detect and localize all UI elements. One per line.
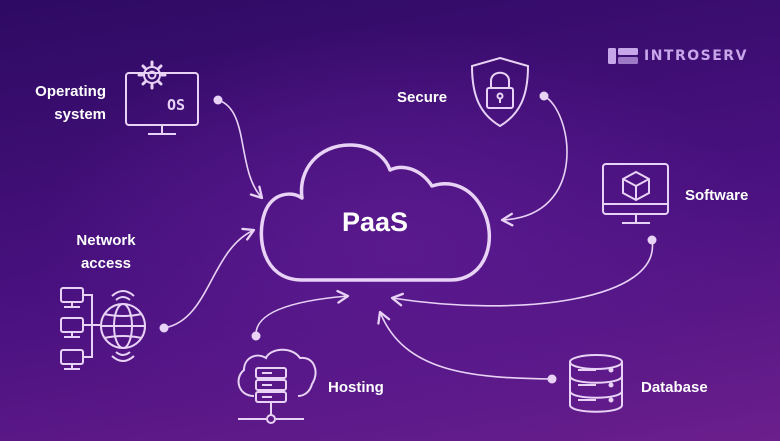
gear-icon (137, 60, 167, 90)
brand-mark-icon (608, 48, 638, 64)
connector-hosting (255, 289, 350, 337)
brand-name: INTROSERV (644, 48, 748, 64)
shield-lock-icon (470, 56, 530, 128)
connector-database (377, 310, 553, 380)
software-label: Software (685, 187, 749, 204)
operating-system-label-line1: Operating (35, 83, 106, 100)
network-access-label-line1: Network (76, 232, 136, 249)
connector-dots (159, 91, 657, 384)
software-monitor-icon (602, 163, 669, 224)
network-access-icon (60, 287, 146, 370)
operating-system-monitor-icon (125, 72, 199, 135)
connector-network-access (163, 227, 256, 329)
database-icon (569, 354, 623, 413)
secure-label: Secure (397, 89, 448, 106)
connector-secure (500, 95, 568, 227)
brand-logo: INTROSERV (608, 48, 748, 64)
network-access-label-line2: access (80, 255, 132, 272)
connector-software (390, 239, 654, 307)
operating-system-label: Operating system (26, 80, 106, 126)
os-screen-text: OS (167, 96, 185, 114)
database-label: Database (641, 379, 708, 396)
paas-cloud-shape (259, 143, 491, 282)
connector-operating-system (217, 99, 264, 200)
hosting-cloud-server-icon (237, 348, 317, 424)
paas-label: PaaS (341, 207, 409, 237)
connector-lines (163, 95, 654, 380)
network-access-label: Network access (68, 229, 144, 275)
operating-system-label-line2: system (54, 106, 106, 123)
hosting-label: Hosting (328, 379, 384, 396)
